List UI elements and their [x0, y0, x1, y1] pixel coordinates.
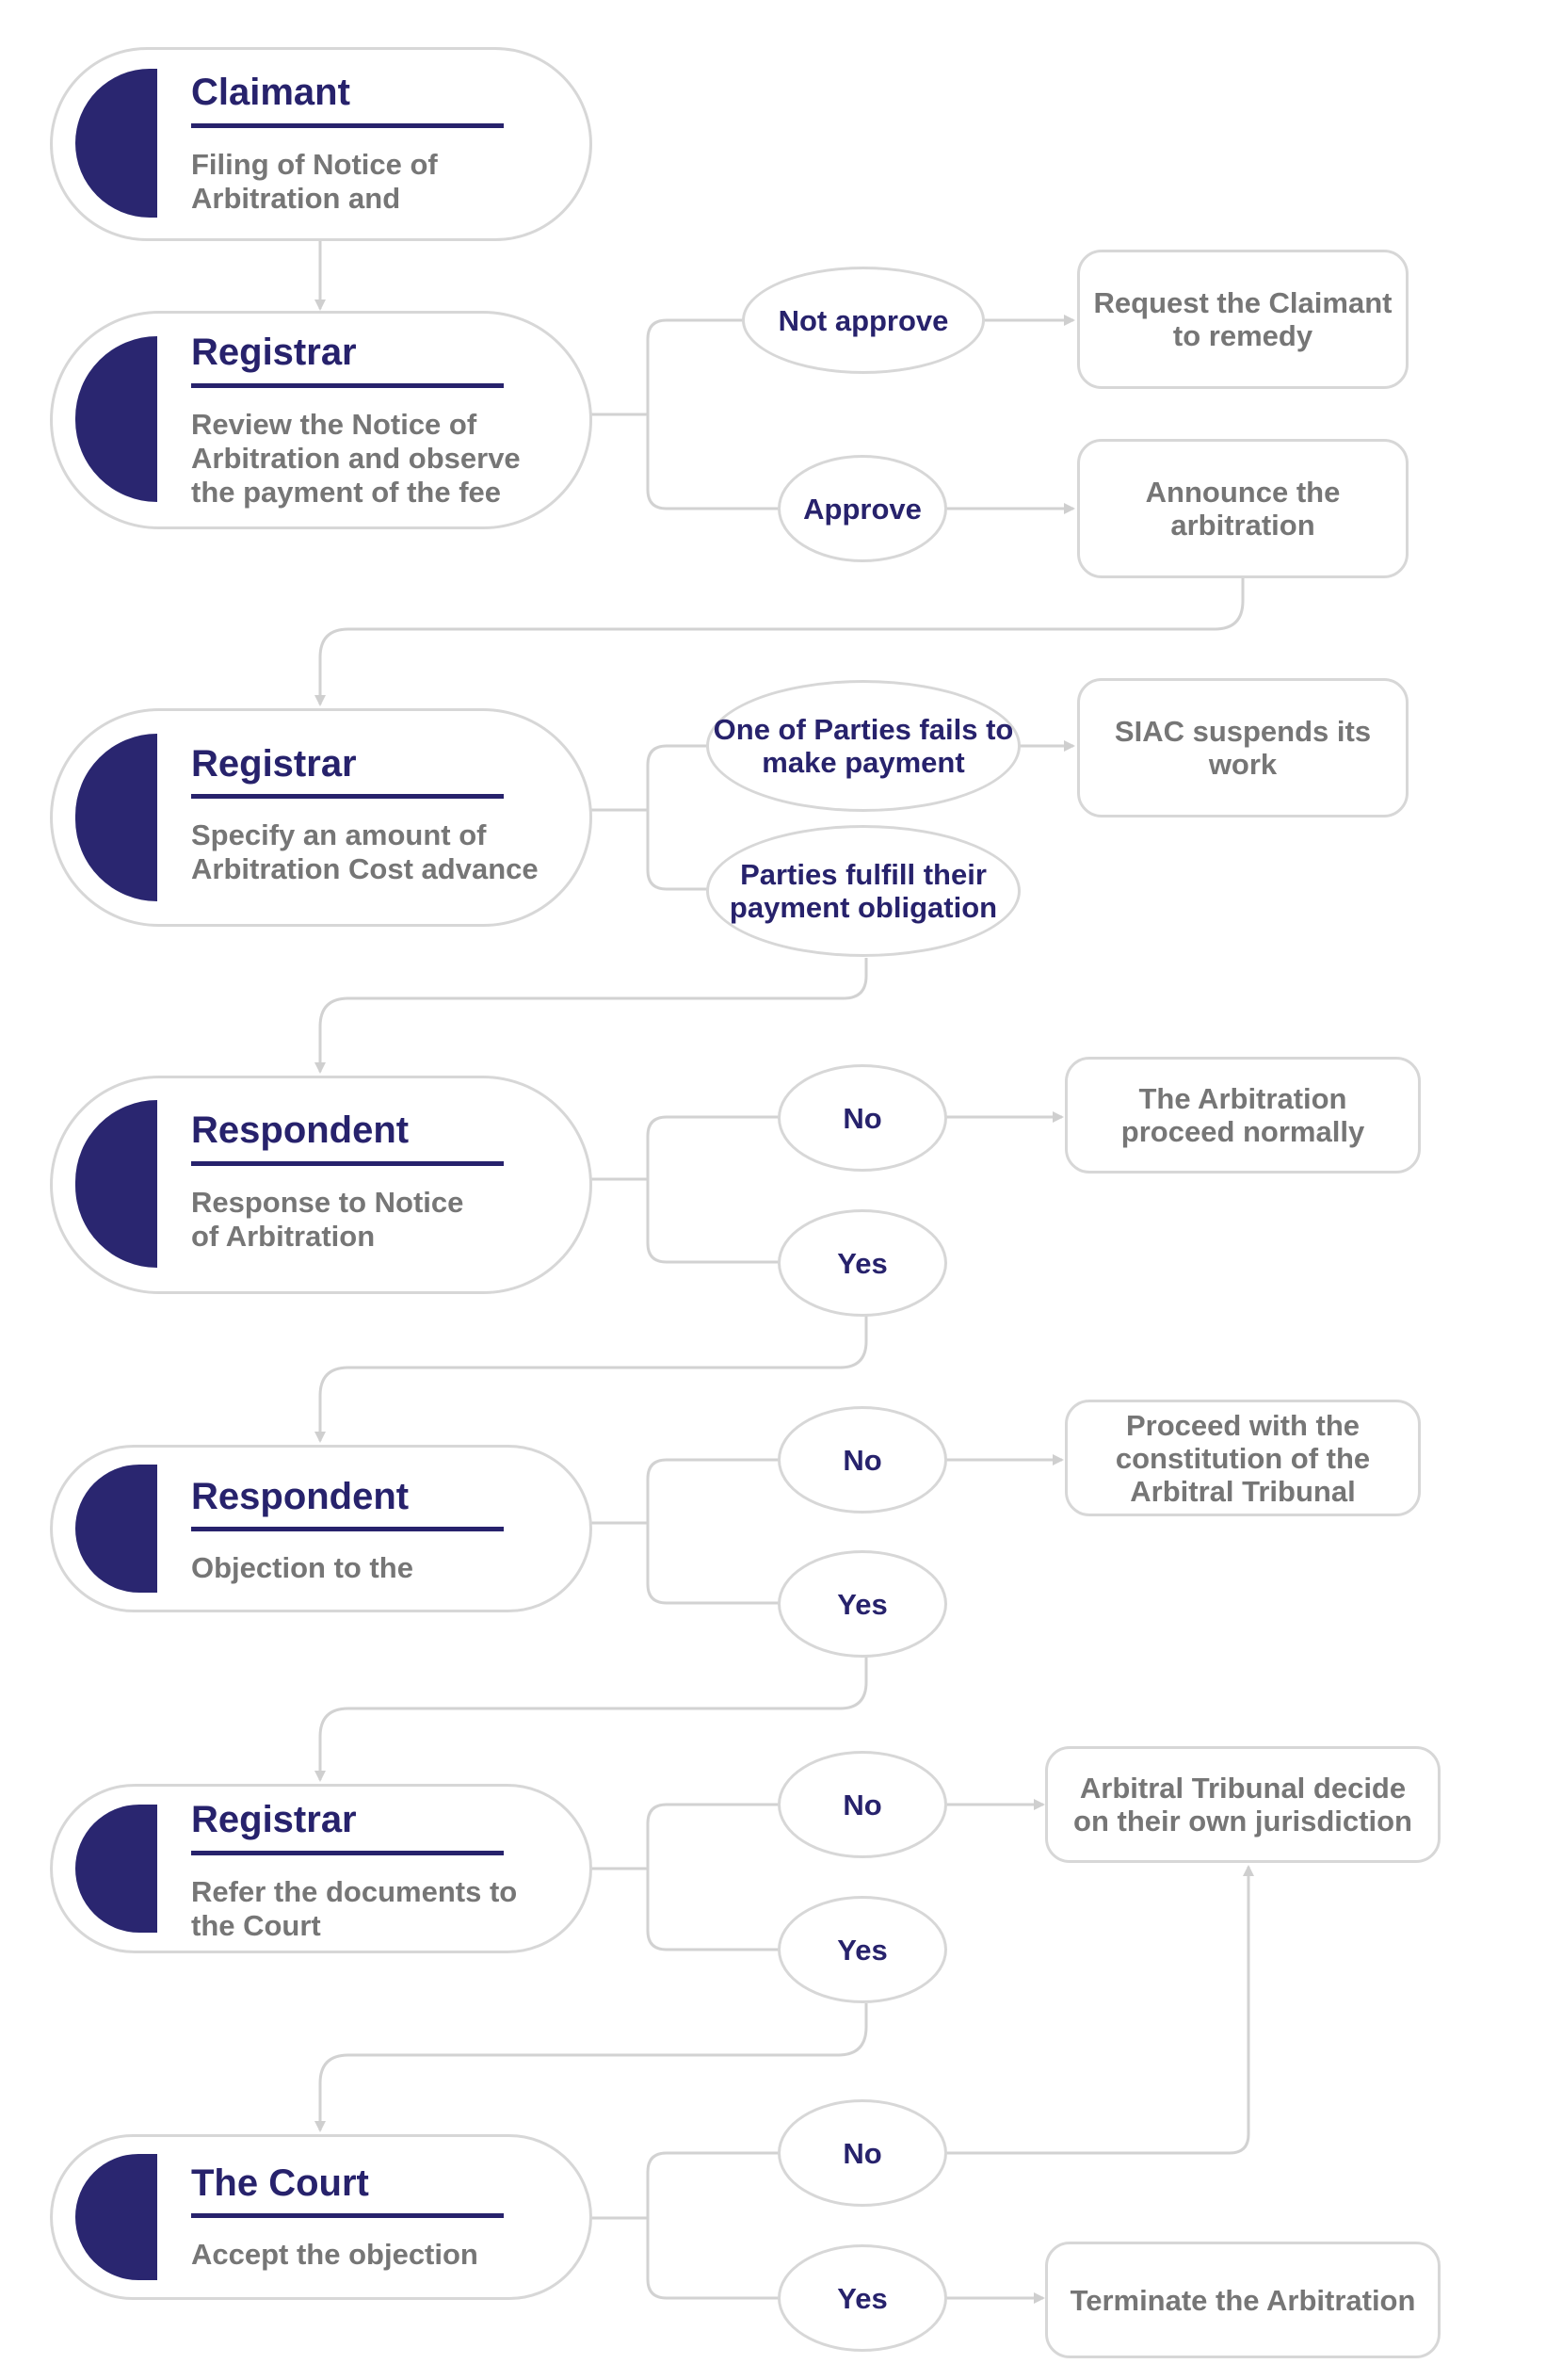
decision-no: No — [778, 1751, 947, 1858]
outcome-tribunal-jurisdiction: Arbitral Tribunal decide on their own ju… — [1045, 1746, 1441, 1863]
connector — [646, 1179, 780, 1264]
connector — [314, 1657, 868, 1782]
connector — [591, 2151, 780, 2220]
stage-underline — [191, 1161, 504, 1166]
stage-underline — [191, 1527, 504, 1531]
connector — [646, 2218, 780, 2300]
connector — [314, 958, 868, 1074]
decision-yes: Yes — [778, 1896, 947, 2003]
connector — [314, 2003, 868, 2132]
stage-underline — [191, 383, 504, 388]
stage-description: Accept the objection — [191, 2238, 478, 2271]
connector — [591, 1458, 780, 1525]
connector — [314, 576, 1245, 706]
connector — [646, 1523, 780, 1605]
stage-title: Registrar — [191, 743, 357, 785]
decision-no: No — [778, 1406, 947, 1514]
connector — [591, 318, 744, 416]
outcome-announce-arbitration: Announce the arbitration — [1077, 439, 1409, 578]
stage-title: Registrar — [191, 332, 357, 373]
decision-payment-failed: One of Parties fails to make payment — [706, 680, 1021, 812]
connector — [591, 1803, 780, 1870]
decision-no: No — [778, 2099, 947, 2207]
outcome-proceed-normally: The Arbitration proceed normally — [1065, 1057, 1421, 1174]
outcome-request-remedy: Request the Claimant to remedy — [1077, 250, 1409, 389]
stage-description: Objection to the — [191, 1551, 413, 1584]
stage-description: Review the Notice of Arbitration and obs… — [191, 408, 521, 509]
stage-description: Filing of Notice of Arbitration and — [191, 148, 438, 215]
outcome-siac-suspends: SIAC suspends its work — [1077, 678, 1409, 818]
stage-description: Specify an amount of Arbitration Cost ad… — [191, 818, 539, 885]
connector — [646, 414, 780, 510]
connector — [646, 810, 708, 891]
connector — [646, 1869, 780, 1951]
stage-title: The Court — [191, 2162, 369, 2204]
stage-title: Claimant — [191, 72, 350, 113]
stage-description: Refer the documents to the Court — [191, 1875, 518, 1942]
stage-underline — [191, 1851, 504, 1855]
decision-yes: Yes — [778, 2244, 947, 2352]
outcome-terminate-arbitration: Terminate the Arbitration — [1045, 2242, 1441, 2358]
connector — [946, 1865, 1254, 2155]
decision-payment-fulfilled: Parties fulfill their payment obligation — [706, 825, 1021, 957]
stage-underline — [191, 2213, 504, 2218]
decision-yes: Yes — [778, 1209, 947, 1317]
stage-title: Respondent — [191, 1476, 410, 1517]
stage-title: Respondent — [191, 1109, 410, 1151]
decision-no: No — [778, 1064, 947, 1172]
decision-not-approve: Not approve — [742, 267, 985, 374]
outcome-constitution-tribunal: Proceed with the constitution of the Arb… — [1065, 1400, 1421, 1516]
stage-title: Registrar — [191, 1799, 357, 1840]
decision-yes: Yes — [778, 1550, 947, 1658]
stage-underline — [191, 794, 504, 799]
stage-underline — [191, 123, 504, 128]
connector — [591, 1115, 780, 1181]
decision-approve: Approve — [778, 455, 947, 562]
connector — [314, 1316, 868, 1443]
connector — [591, 744, 708, 812]
stage-description: Response to Notice of Arbitration — [191, 1186, 464, 1253]
